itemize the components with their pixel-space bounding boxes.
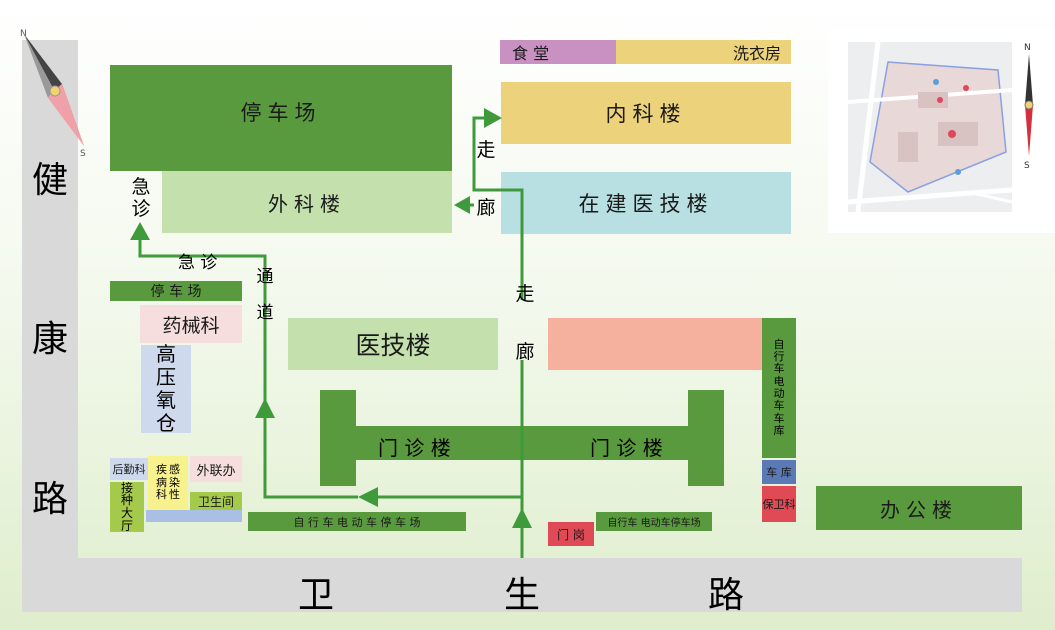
foreign-affairs-label: 外联办 (196, 463, 236, 479)
canteen-label: 食 堂 (512, 44, 550, 63)
compass-needle-icon: N S (20, 29, 86, 158)
laundry: 洗衣房 (616, 40, 791, 64)
emergency-path-label: 急 诊 (178, 253, 218, 273)
gate-house: 门 岗 (548, 522, 594, 546)
bike-parking-bottom: 自 行 车 电 动 车 停 车 场 (248, 512, 466, 531)
restroom-label: 卫生间 (197, 494, 234, 509)
security-office: 保卫科 (762, 486, 796, 522)
laundry-label: 洗衣房 (732, 44, 781, 63)
infection-dept: 疾病科 感染性 (148, 456, 188, 510)
vaccination-hall: 接 种 大 厅 (110, 482, 144, 532)
svg-text:N: N (1024, 43, 1031, 53)
internal-medicine-building: 内科楼 (501, 82, 791, 144)
parking-lot-small: 停 车 场 (110, 281, 242, 301)
canteen: 食 堂 (500, 40, 616, 64)
restroom: 卫生间 (190, 492, 242, 510)
garage-label: 车 库 (766, 466, 792, 479)
inset-map: N S (828, 30, 1055, 233)
bike-parking-bottom-label: 自 行 车 电 动 车 停 车 场 (293, 515, 421, 529)
gate-label: 门 岗 (557, 527, 585, 542)
security-label: 保卫科 (762, 498, 796, 511)
pharmacy-label: 药械科 (162, 314, 220, 337)
bike-garage: 自 行 车 电 动 车 车 库 (762, 318, 796, 458)
surgery-label: 外科楼 (268, 191, 346, 216)
inset-map-image (848, 42, 1012, 212)
light-blue-strip (146, 510, 242, 522)
jiankang-road-label: 健 康 路 (31, 160, 68, 520)
weisheng-road-label-1: 卫 (298, 575, 335, 616)
bike-parking-gate: 自行车 电动车停车场 (596, 512, 712, 531)
garage: 车 库 (762, 460, 796, 484)
logistics-office: 后勤科 (110, 458, 148, 480)
corridor-label-mid: 走 廊 (515, 283, 535, 364)
outpatient-left-label: 门 诊 楼 (378, 436, 451, 460)
pharmacy-building: 药械科 (140, 305, 242, 343)
emergency-label: 急 诊 (131, 176, 151, 220)
corridor-label-top: 走 廊 (476, 139, 496, 220)
parking-small-label: 停 车 场 (150, 284, 202, 300)
parking-lot-top: 停车场 (110, 65, 452, 171)
medtech-label: 医技楼 (355, 331, 431, 360)
office-building: 办公楼 (816, 486, 1022, 530)
outpatient-right-label: 门 诊 楼 (590, 436, 663, 460)
oxygen-chamber: 高 压 氧 仓 (141, 343, 191, 435)
unlabeled-building (548, 318, 762, 370)
logistics-label: 后勤科 (112, 463, 146, 476)
bike-parking-gate-label: 自行车 电动车停车场 (607, 518, 701, 529)
construction-label: 在建医技楼 (578, 192, 714, 216)
svg-text:S: S (1024, 161, 1030, 170)
surgery-building: 外科楼 (162, 171, 452, 233)
foreign-affairs-office: 外联办 (190, 456, 242, 482)
emergency-channel-label: 通 道 (256, 267, 274, 324)
internal-medicine-label: 内科楼 (605, 102, 687, 126)
office-label: 办公楼 (880, 497, 958, 522)
inset-compass-icon: N S (1024, 43, 1034, 170)
compass-n-label: N (20, 29, 27, 39)
jiankang-road (22, 40, 78, 612)
weisheng-road-label-3: 路 (708, 575, 745, 616)
weisheng-road-label-2: 生 (504, 575, 541, 616)
compass-s-label: S (80, 149, 86, 158)
parking-top-label: 停车场 (240, 101, 322, 125)
weisheng-road (22, 558, 1022, 612)
medtech-building: 医技楼 (288, 318, 498, 370)
construction-building: 在建医技楼 (501, 172, 791, 234)
